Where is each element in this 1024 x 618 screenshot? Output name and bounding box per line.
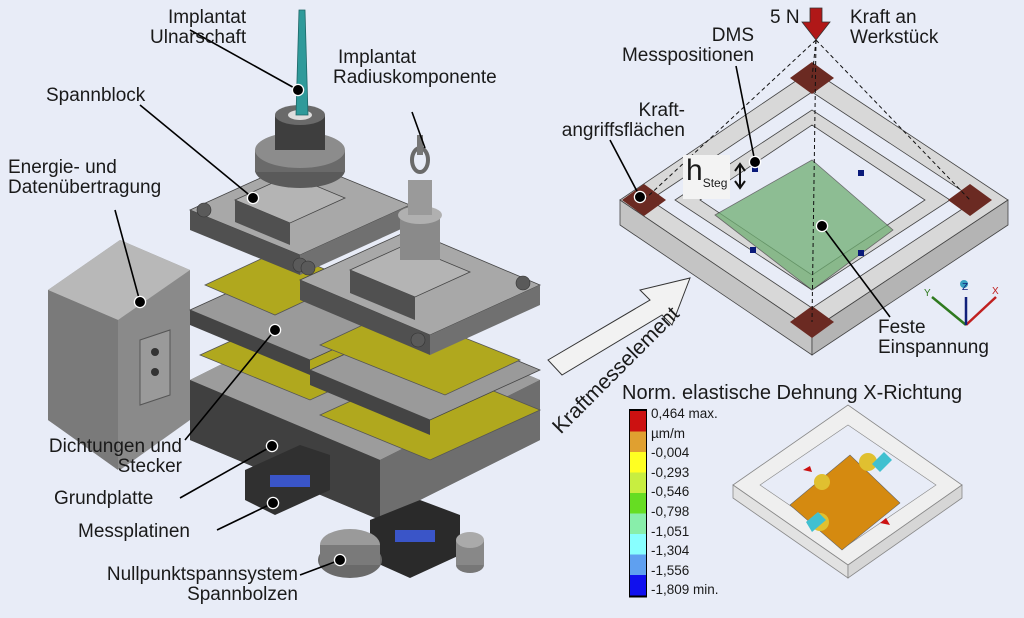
label-grundplatte: Grundplatte [54, 488, 154, 509]
colorbar-swatch [630, 513, 646, 534]
dms-marker [858, 170, 864, 176]
label-spannblock: Spannblock [46, 85, 146, 106]
axis-x-label: X [992, 286, 999, 297]
legend-entry: µm/m [651, 425, 686, 441]
dms-marker [750, 247, 756, 253]
colorbar-swatch [630, 534, 646, 555]
legend-entry: -0,798 [651, 504, 690, 519]
legend-title: Norm. elastische Dehnung X-Richtung [622, 382, 963, 404]
colorbar-swatch [630, 575, 646, 596]
energy-box [48, 240, 190, 470]
colorbar-swatch [630, 431, 646, 452]
label-messplatinen: Messplatinen [78, 521, 190, 542]
legend-entry: -0,004 [651, 445, 690, 461]
colorbar-swatch [630, 554, 646, 575]
legend-entry: -1,809 min. [651, 582, 719, 598]
legend-entry: 0,464 max. [651, 406, 718, 421]
colorbar-swatch [630, 452, 646, 473]
force-arrow [801, 7, 831, 41]
colorbar-swatch [630, 411, 646, 432]
legend-entry: -1,051 [651, 523, 690, 539]
axes-triad [931, 280, 997, 326]
label-h-steg: hSteg [683, 155, 731, 199]
fixed-support-area [714, 159, 894, 291]
measurement-boards [245, 445, 460, 578]
h-arrow-icon [734, 162, 746, 190]
ulnar-implant [295, 9, 309, 116]
leader-lines [114, 29, 891, 576]
colorbar-swatch [630, 493, 646, 514]
dms-marker [752, 166, 758, 172]
dms-marker [858, 250, 864, 256]
clamp-block-plates [188, 159, 541, 355]
label-kraftangriff: Kraft-angriffsflächen [561, 100, 685, 141]
strain-plot [732, 404, 963, 579]
legend-entry: -0,546 [651, 484, 690, 500]
screws [196, 202, 531, 348]
label-force-value: 5 N [770, 7, 800, 28]
legend-entry: -0,293 [651, 464, 690, 480]
radius-implant-holder [398, 135, 442, 260]
axis-y-label: Y [924, 288, 931, 299]
colorbar-swatch [630, 472, 646, 493]
transition-arrow [547, 277, 691, 376]
ulnar-chuck [255, 105, 345, 188]
legend-entry: -1,556 [651, 562, 690, 578]
force-surface [948, 184, 992, 216]
legend-entry: -1,304 [651, 543, 690, 559]
axis-z-label: Z [962, 282, 969, 293]
legend-colorbar [629, 409, 647, 598]
